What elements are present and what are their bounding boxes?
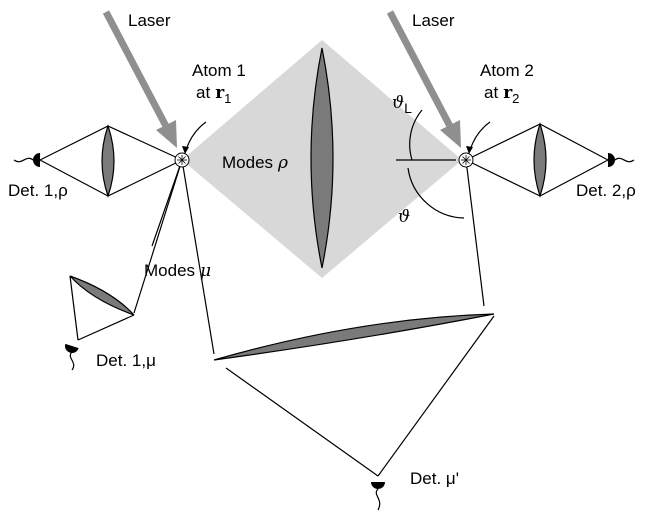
det-1-rho-optics [39,124,183,198]
atom-2-pointer [469,121,491,151]
theta-l-label: ϑL [392,93,412,116]
det-2-rho-label: Det. 2,ρ [576,181,636,200]
det-1-rho-label: Det. 1,ρ [8,181,68,200]
det-1-rho-lens [101,124,115,198]
theta-label: ϑ [398,207,410,227]
atom-1-name: Atom 1 [192,61,246,80]
atom-icon [174,152,190,168]
det-mu-prime-lens [213,313,495,361]
atom-icon [458,152,474,168]
laser-arrow-1 [102,10,177,148]
detector-icon [608,153,635,167]
det-2-rho-optics [465,122,609,198]
atom-2-name: Atom 2 [480,61,534,80]
detector-icon [371,482,385,511]
modes-mu-lines [133,159,485,355]
laser-2-label: Laser [412,11,455,30]
det-mu-prime-optics [213,313,495,477]
det-mu-prime-label: Det. μ' [410,469,459,488]
det-1-mu-lens [69,275,135,316]
det-1-mu-optics [69,275,135,341]
angle-markers [396,109,465,219]
detector-icon [65,343,79,371]
det-1-mu-label: Det. 1,μ [96,351,156,370]
det-2-rho-lens [533,122,547,198]
laser-arrow-2 [386,10,461,148]
central-lens [310,47,334,269]
detector-icon [13,153,40,167]
laser-1-label: Laser [128,11,171,30]
